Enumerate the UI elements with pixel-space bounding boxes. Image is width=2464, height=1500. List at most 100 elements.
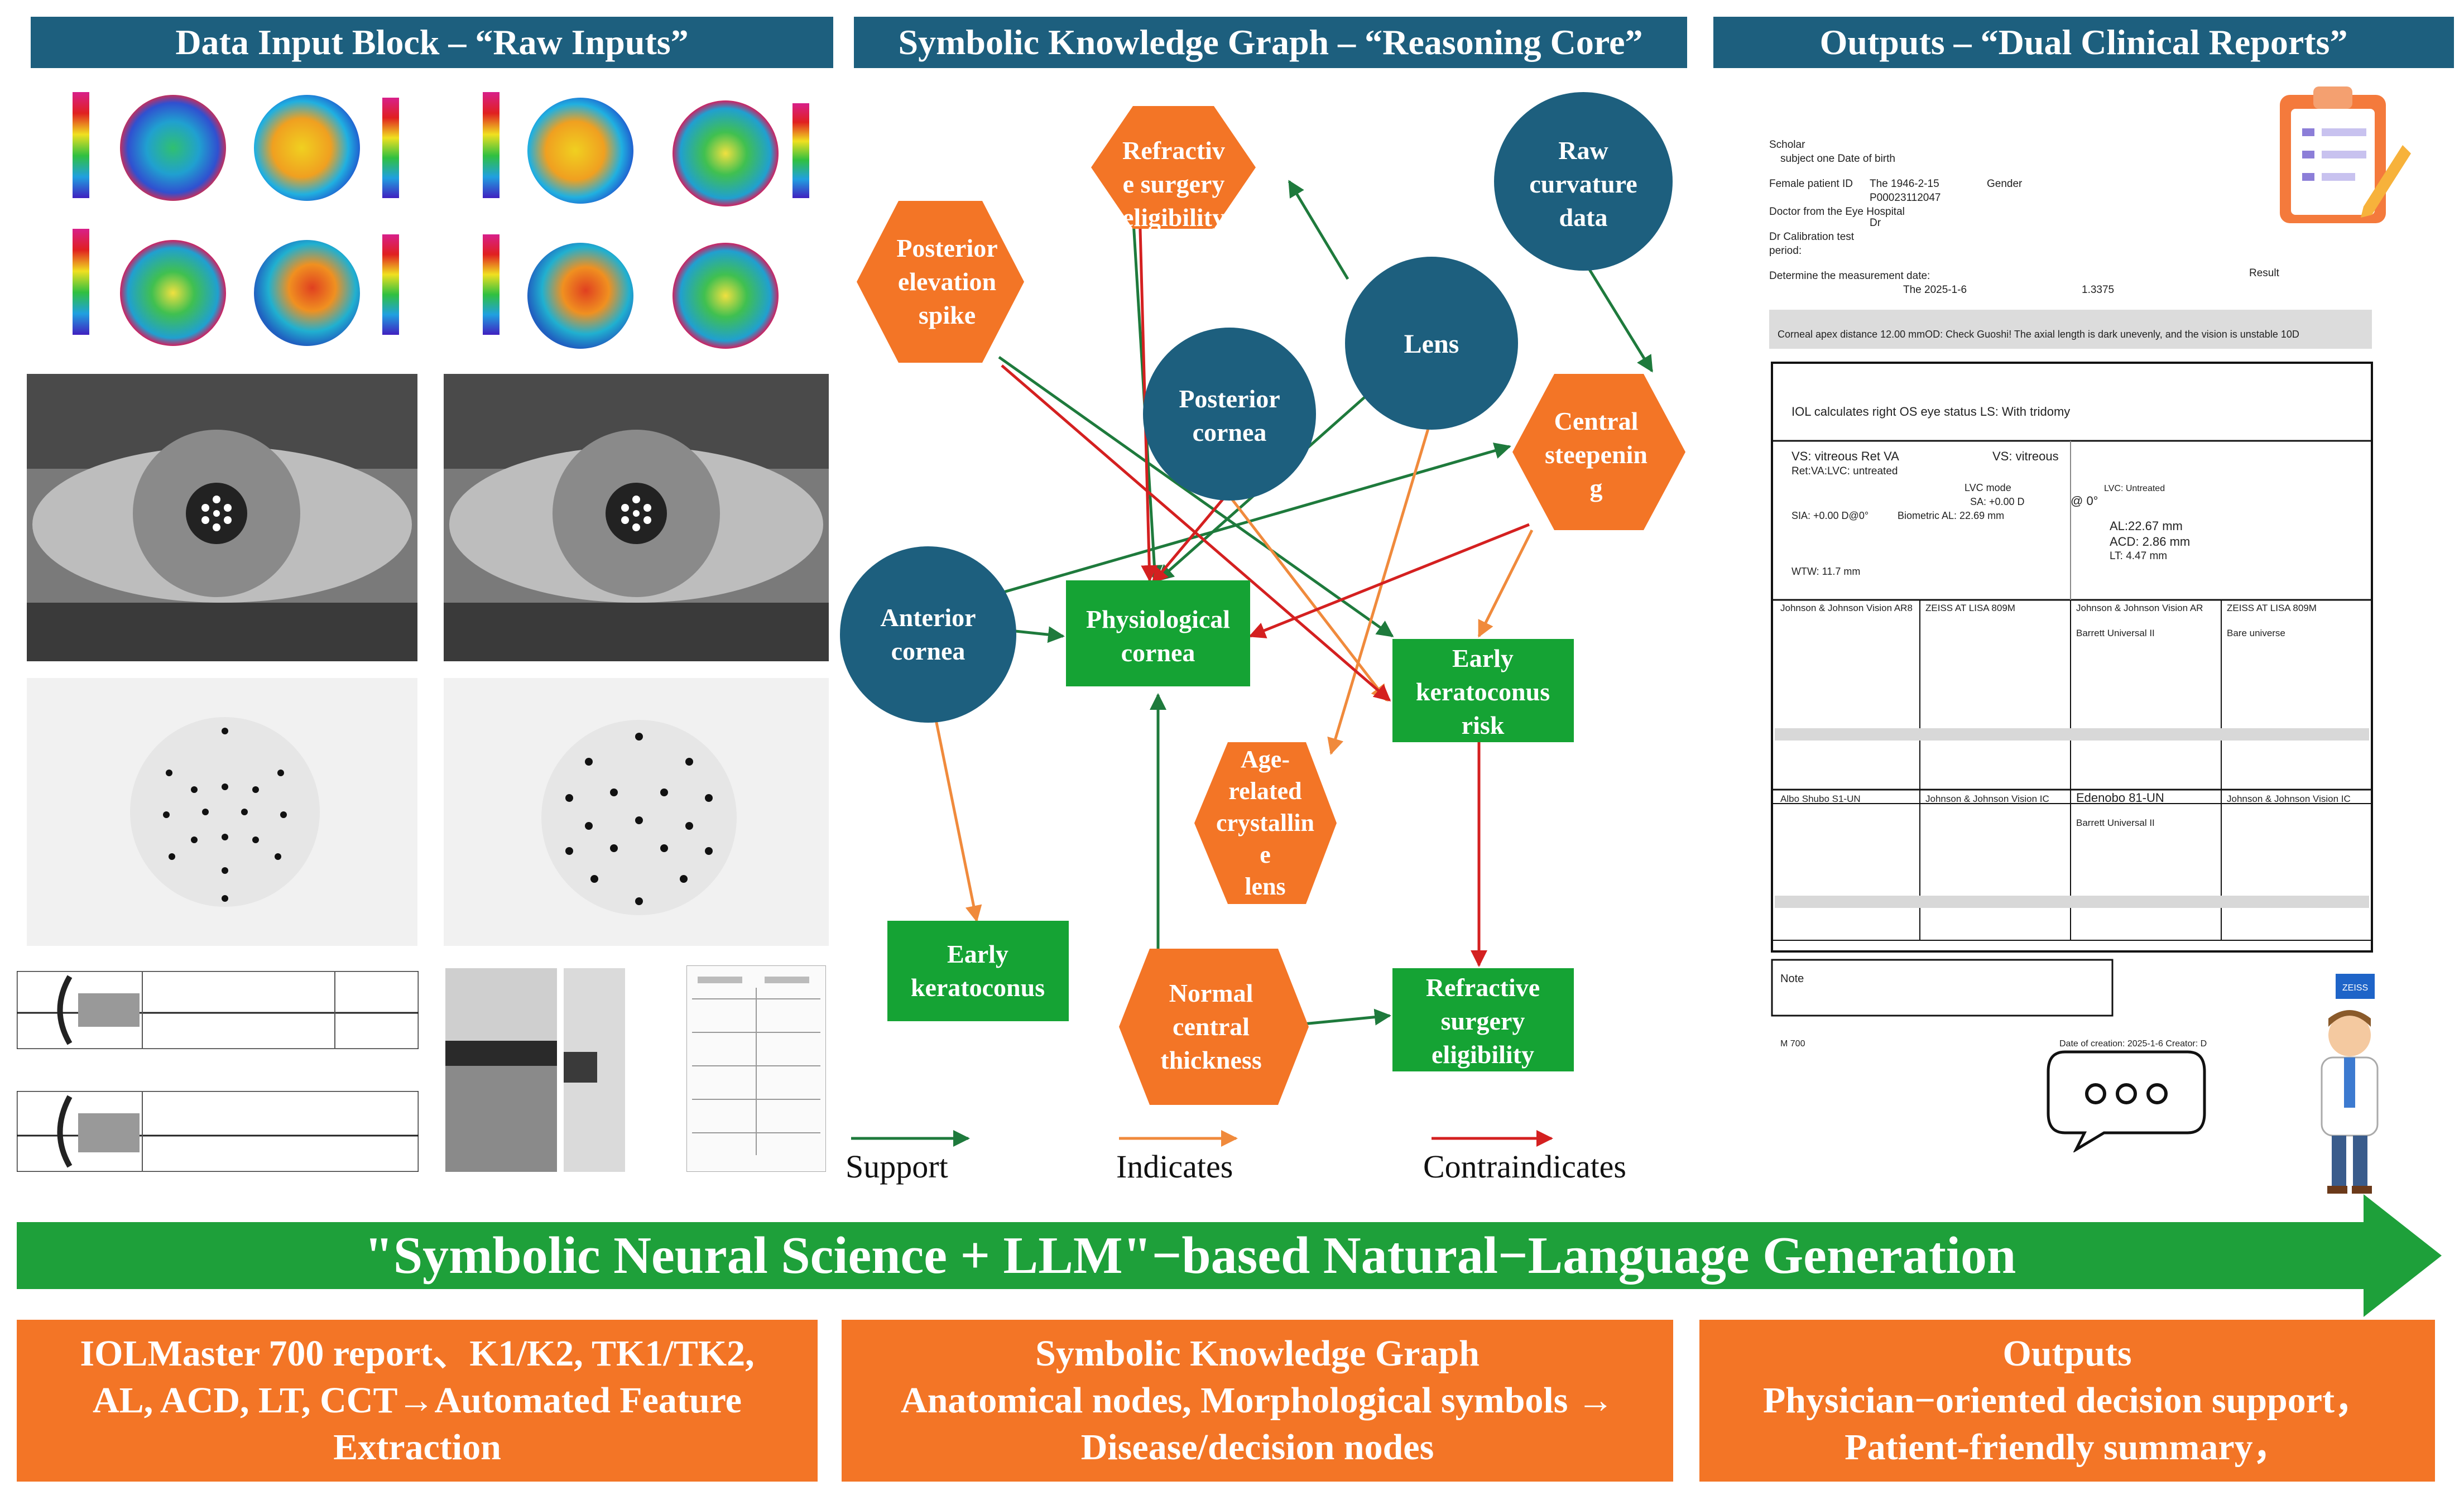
clinical-report-document: Scholar subject one Date of birth Female…	[1730, 78, 2389, 1071]
summary-input-line: AL, ACD, LT, CCT→Automated Feature	[93, 1380, 742, 1421]
report-line: VS: vitreous	[1992, 449, 2059, 463]
report-line: LT: 4.47 mm	[2110, 550, 2167, 562]
report-line: Barrett Universal II	[2076, 628, 2155, 638]
topography-maps-left	[73, 92, 399, 346]
generation-banner-text: "Symbolic Neural Science + LLM"−based Na…	[364, 1227, 2016, 1285]
report-line: 1.3375	[2082, 284, 2114, 296]
edge-contraindicates	[1151, 496, 1226, 585]
legend-contraindicates-label: Contraindicates	[1423, 1148, 1626, 1185]
summary-outputs-line: Patient-friendly summary，	[1845, 1427, 2290, 1468]
report-line: Doctor from the Eye Hospital	[1769, 206, 1905, 218]
svg-text:ZEISS: ZEISS	[2342, 983, 2368, 993]
report-line: VS: vitreous Ret VA	[1791, 449, 1899, 463]
report-line: LVC: Untreated	[2104, 484, 2165, 493]
report-line: Albo Shubo S1-UN	[1780, 794, 1861, 804]
legend: Support Indicates Contraindicates	[846, 1130, 1626, 1185]
report-line: Biometric AL: 22.69 mm	[1898, 510, 2004, 521]
report-line: Johnson & Johnson Vision IC	[2227, 794, 2351, 804]
report-line: SA: +0.00 D	[1970, 496, 2025, 507]
report-line: Dr Calibration test	[1769, 231, 1855, 243]
eye-photo-left	[27, 374, 417, 661]
edge-support	[957, 443, 1511, 607]
legend-support-label: Support	[846, 1148, 948, 1185]
report-line: LVC mode	[1965, 482, 2011, 493]
summary-outputs-line: Outputs	[2002, 1333, 2132, 1374]
topography-maps-right	[483, 92, 809, 349]
report-line: SIA: +0.00 D@0°	[1791, 510, 1869, 521]
oct-scan-narrow	[564, 968, 625, 1172]
report-line: The 2025-1-6	[1903, 284, 1967, 296]
report-thumbnail	[686, 965, 826, 1172]
report-line: subject one Date of birth	[1780, 153, 1895, 165]
header-input-block: Data Input Block – “Raw Inputs”	[31, 17, 833, 68]
edge-indicates	[1227, 493, 1388, 702]
summary-outputs-line: Physician−oriented decision support，	[1762, 1380, 2372, 1421]
oct-scan-cross-section	[445, 968, 557, 1172]
eye-photo-right	[444, 374, 829, 661]
report-line: Barrett Universal II	[2076, 818, 2155, 828]
report-line: Johnson & Johnson Vision AR	[2076, 603, 2203, 613]
clipboard-icon	[2280, 86, 2411, 223]
report-line: Bare universe	[2227, 628, 2285, 638]
report-line: Ret:VA:LVC: untreated	[1791, 465, 1898, 477]
report-line: Dr	[1870, 217, 1881, 229]
report-line: ACD: 2.86 mm	[2110, 535, 2190, 549]
report-line: Corneal apex distance 12.00 mmOD: Check …	[1778, 329, 2299, 340]
edge-indicates	[1327, 426, 1430, 755]
summary-input-line: IOLMaster 700 report、K1/K2, TK1/TK2,	[80, 1333, 755, 1374]
report-line: period:	[1769, 245, 1802, 257]
legend-indicates-label: Indicates	[1116, 1148, 1233, 1185]
report-line: P00023112047	[1870, 192, 1941, 204]
report-footer-date: Date of creation: 2025-1-6 Creator: D	[2059, 1039, 2207, 1049]
report-line: Johnson & Johnson Vision AR8	[1780, 603, 1913, 613]
report-line: ZEISS AT LISA 809M	[2227, 603, 2317, 613]
edge-indicates	[933, 714, 982, 922]
summary-graph-line: Disease/decision nodes	[1080, 1427, 1434, 1468]
edge-support	[1288, 180, 1349, 280]
summary-input-line: Extraction	[333, 1427, 501, 1468]
edge-contraindicates	[1137, 167, 1158, 582]
report-note-label: Note	[1780, 973, 1804, 985]
report-line: Result	[2249, 267, 2280, 279]
report-footer-model: M 700	[1780, 1039, 1805, 1049]
report-line: ZEISS AT LISA 809M	[1925, 603, 2015, 613]
summary-graph-line: Symbolic Knowledge Graph	[1035, 1333, 1480, 1374]
summary-outputs-box: Outputs Physician−oriented decision supp…	[1699, 1320, 2435, 1482]
dot-pattern-right	[444, 678, 829, 946]
edge-support	[998, 355, 1394, 638]
svg-text:Lens: Lens	[1404, 329, 1459, 359]
generation-banner-arrow	[17, 1194, 2442, 1317]
report-line: Edenobo 81-UN	[2076, 791, 2164, 805]
report-line: Scholar	[1769, 139, 1805, 151]
oct-scan-top	[17, 971, 419, 1049]
dot-pattern-left	[27, 678, 417, 946]
report-line: WTW: 11.7 mm	[1791, 566, 1860, 577]
report-line: Female patient ID	[1769, 178, 1853, 190]
doctor-icon: ZEISS	[2321, 974, 2379, 1194]
report-line: Johnson & Johnson Vision IC	[1925, 794, 2049, 804]
node-lens: Lens	[1345, 257, 1518, 430]
report-line: @ 0°	[2071, 494, 2098, 508]
edge-indicates	[1477, 529, 1534, 638]
